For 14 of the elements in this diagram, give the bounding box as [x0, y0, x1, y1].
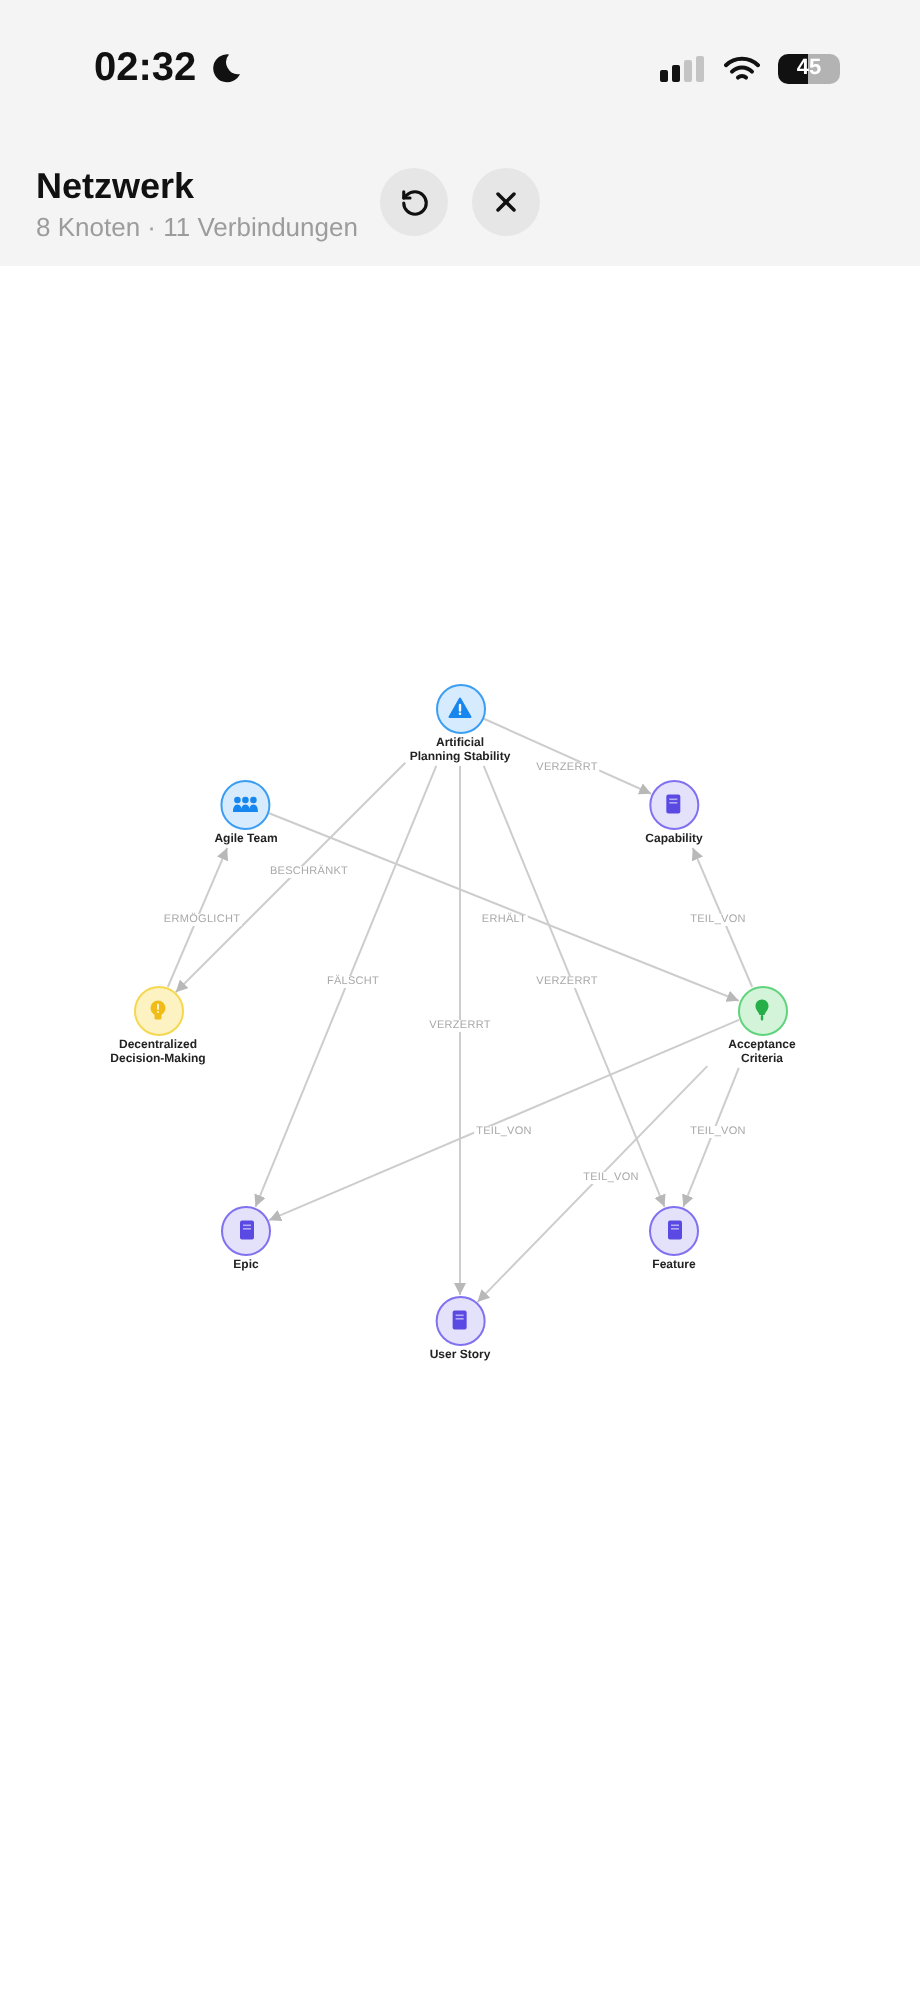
arrow — [454, 765, 466, 1296]
graph-stats: 8 Knoten · 11 Verbindungen — [36, 212, 358, 244]
arrow — [481, 717, 653, 795]
arrow — [268, 812, 740, 1002]
status-time: 02:32 — [94, 44, 197, 92]
arrow — [268, 1018, 740, 1222]
arrow — [174, 761, 407, 994]
arrow — [691, 846, 754, 988]
page-title: Netzwerk — [36, 166, 195, 206]
arrow — [482, 764, 666, 1208]
arrow — [166, 846, 229, 988]
arrow — [254, 764, 438, 1208]
arrow — [682, 1066, 740, 1208]
arrow — [476, 1065, 709, 1304]
